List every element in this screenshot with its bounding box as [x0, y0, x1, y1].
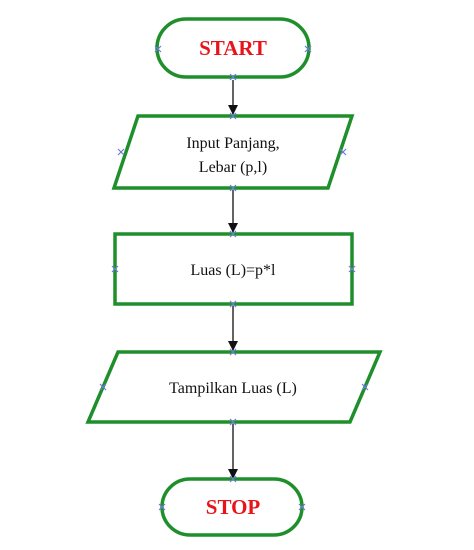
handle-icon — [158, 503, 166, 511]
handle-icon — [229, 230, 237, 238]
input-parallelogram[interactable]: Input Panjang, Lebar (p,l) — [111, 114, 355, 190]
handle-icon — [154, 45, 162, 53]
input-label-line1: Input Panjang, — [186, 135, 279, 152]
output-label: Tampilkan Luas (L) — [169, 380, 297, 397]
handle-icon — [229, 73, 237, 81]
start-terminal[interactable]: START — [155, 17, 311, 79]
stop-label: STOP — [206, 495, 261, 519]
handle-icon — [229, 112, 237, 120]
handle-icon — [229, 348, 237, 356]
start-label: START — [199, 36, 267, 60]
handle-icon — [229, 300, 237, 308]
process-label: Luas (L)=p*l — [191, 262, 277, 279]
connection-handles — [99, 45, 369, 511]
handle-icon — [229, 475, 237, 483]
handle-icon — [298, 503, 306, 511]
handle-icon — [111, 265, 119, 273]
stop-terminal[interactable]: STOP — [160, 477, 304, 537]
handle-icon — [229, 418, 237, 426]
input-label-line2: Lebar (p,l) — [199, 159, 267, 176]
handle-icon — [339, 148, 347, 156]
process-rectangle[interactable]: Luas (L)=p*l — [113, 232, 354, 306]
handle-icon — [361, 383, 369, 391]
output-parallelogram[interactable]: Tampilkan Luas (L) — [85, 350, 383, 424]
handle-icon — [348, 265, 356, 273]
handle-icon — [99, 383, 107, 391]
handle-icon — [117, 148, 125, 156]
handle-icon — [304, 45, 312, 53]
handle-icon — [229, 184, 237, 192]
